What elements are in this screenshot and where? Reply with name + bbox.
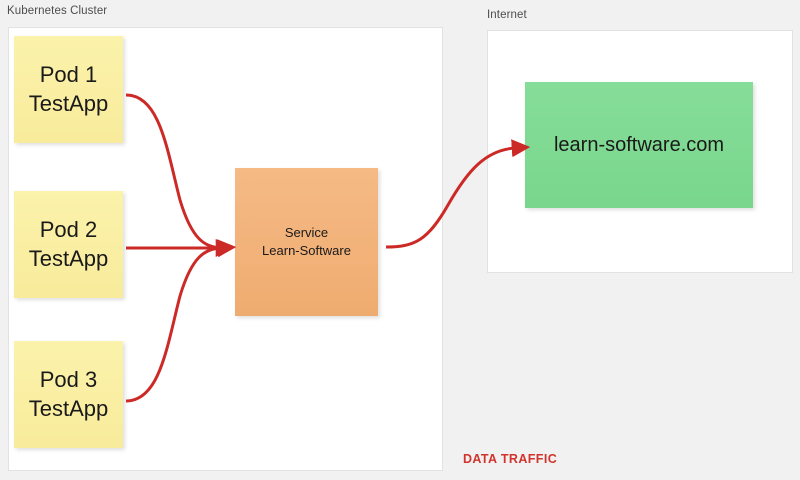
website-node[interactable]: learn-software.com <box>525 82 753 208</box>
internet-group-label: Internet <box>487 9 527 21</box>
data-traffic-legend: DATA TRAFFIC <box>463 452 558 466</box>
website-label: learn-software.com <box>553 133 725 156</box>
pod-3-subtitle: TestApp <box>28 395 109 421</box>
pod-2-subtitle: TestApp <box>28 245 109 271</box>
pod-1-subtitle: TestApp <box>28 90 109 116</box>
cluster-group-label: Kubernetes Cluster <box>7 5 108 17</box>
pod-1-title: Pod 1 <box>39 62 98 88</box>
service-title: Service <box>284 225 329 241</box>
pod-3-title: Pod 3 <box>39 367 98 393</box>
pod-node-2[interactable]: Pod 2 TestApp <box>14 191 123 298</box>
service-subtitle: Learn-Software <box>262 243 351 258</box>
pod-node-1[interactable]: Pod 1 TestApp <box>14 36 123 143</box>
pod-2-title: Pod 2 <box>39 217 98 243</box>
pod-node-3[interactable]: Pod 3 TestApp <box>14 341 123 448</box>
service-node[interactable]: Service Learn-Software <box>235 168 378 316</box>
